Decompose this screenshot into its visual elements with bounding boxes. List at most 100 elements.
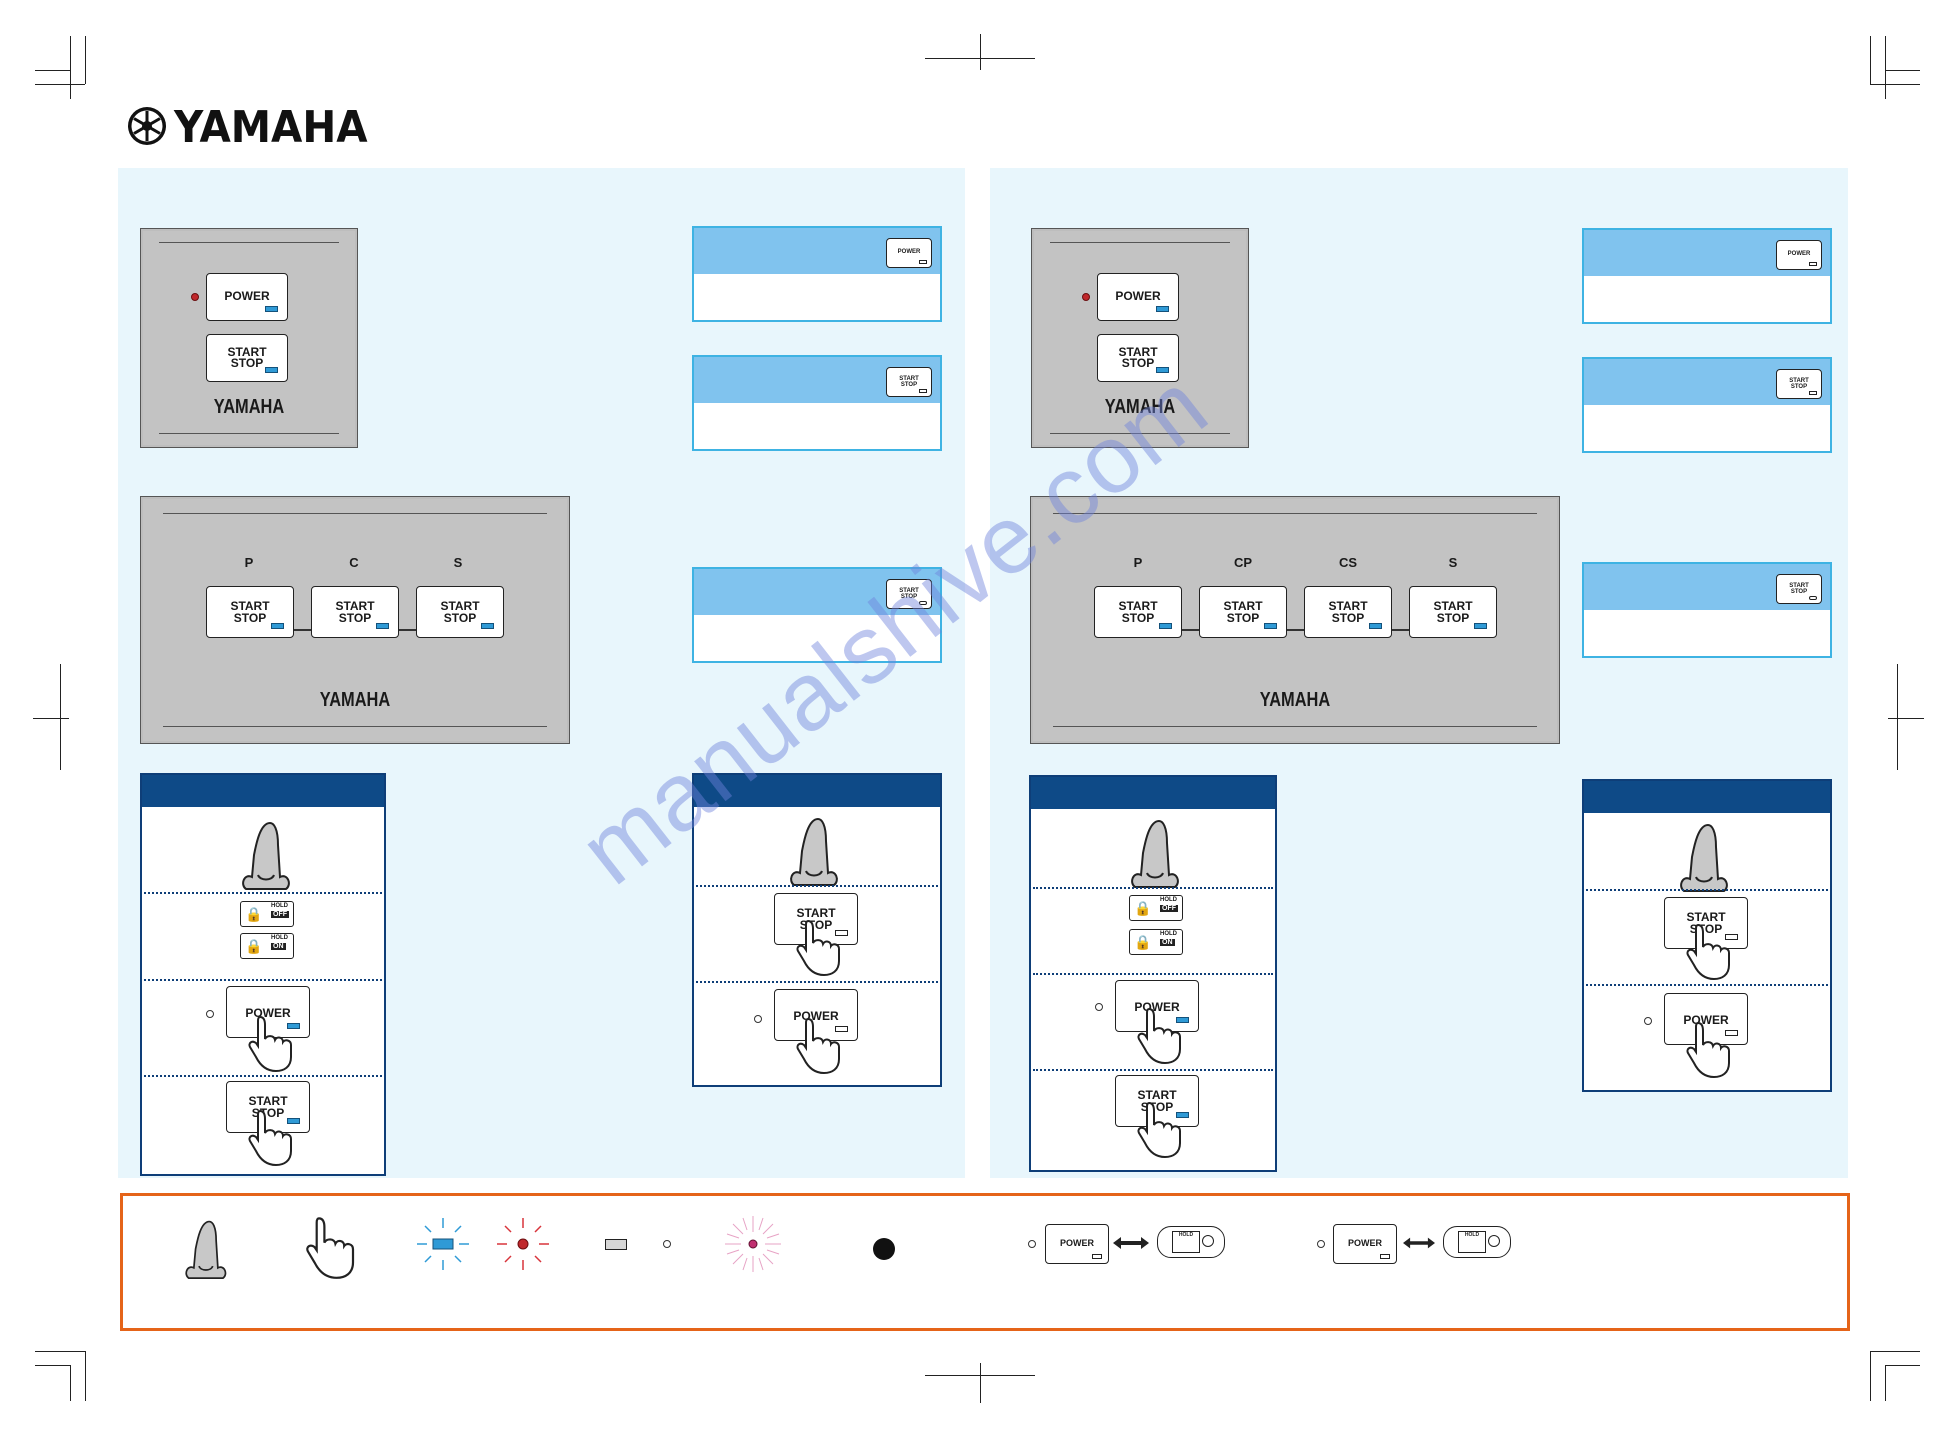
multi-zone-plate: P C S START STOP START STOP START STOP Y…	[140, 496, 570, 744]
hold-label: HOLD	[1160, 931, 1177, 937]
status-card: POWER	[1582, 228, 1832, 324]
start-led	[1156, 367, 1169, 373]
stop-label: STOP	[1121, 611, 1155, 625]
pointing-hand-icon	[796, 1017, 840, 1075]
power-button-press[interactable]: POWER	[226, 986, 310, 1038]
mini-key-label: START	[899, 376, 919, 382]
crop-mark	[85, 36, 86, 84]
zone-led	[1159, 623, 1172, 629]
crop-mark	[980, 34, 981, 70]
led-off	[1725, 1030, 1738, 1036]
zone-start-stop-button[interactable]: START STOP	[1409, 586, 1497, 638]
mini-key-label: POWER	[1787, 251, 1811, 257]
pointing-hand-icon	[1686, 923, 1730, 981]
zone-start-stop-button[interactable]: START STOP	[1199, 586, 1287, 638]
zone-start-stop-button[interactable]: START STOP	[311, 586, 399, 638]
mini-key-label: POWER	[897, 249, 921, 255]
start-stop-key-mini: START STOP	[1776, 574, 1822, 604]
crop-mark	[980, 1363, 981, 1403]
zone-led	[1369, 623, 1382, 629]
led-off-indicator	[754, 1015, 762, 1023]
crop-mark	[33, 718, 69, 719]
stop-label: STOP	[230, 356, 264, 370]
status-card: POWER	[692, 226, 942, 322]
power-key-mini: POWER	[886, 238, 932, 268]
channel-label: S	[1448, 555, 1458, 570]
crop-mark	[35, 84, 85, 85]
mini-key-label: STOP	[1790, 384, 1808, 390]
pointing-hand-icon	[796, 919, 840, 977]
channel-label: P	[1133, 555, 1143, 570]
power-indicator-led	[1082, 293, 1090, 301]
hold-label: HOLD	[271, 903, 288, 909]
power-label: POWER	[1059, 1238, 1094, 1248]
start-stop-button-press[interactable]: START STOP	[1115, 1075, 1199, 1127]
yamaha-logo: YAMAHA	[126, 102, 368, 153]
power-button[interactable]: POWER	[1097, 273, 1179, 321]
power-button-press[interactable]: POWER	[1664, 993, 1748, 1045]
zone-led	[376, 623, 389, 629]
mini-key-label: STOP	[1790, 589, 1808, 595]
remote-transmitter-icon	[790, 817, 838, 886]
remote-transmitter-icon	[185, 1220, 227, 1279]
crop-mark	[60, 664, 61, 770]
start-stop-button-press[interactable]: START STOP	[774, 893, 858, 945]
power-button[interactable]: POWER	[206, 273, 288, 321]
legend-box: POWER HOLD POWER HOLD	[120, 1193, 1850, 1331]
hold-label: HOLD	[1458, 1231, 1486, 1253]
zone-start-stop-button[interactable]: START STOP	[416, 586, 504, 638]
power-button-press[interactable]: POWER	[1115, 980, 1199, 1032]
crop-mark	[1888, 718, 1924, 719]
start-label: START	[248, 1094, 288, 1108]
mini-key-label: START	[1789, 583, 1809, 589]
mini-key-label: START	[899, 588, 919, 594]
power-label: POWER	[793, 1009, 839, 1023]
start-label: START	[1137, 1088, 1177, 1102]
remote-key-fob-icon: HOLD	[1157, 1226, 1225, 1258]
led-off-indicator	[1095, 1003, 1103, 1011]
status-card: START STOP	[692, 567, 942, 663]
led-off	[835, 930, 848, 936]
procedure-box-stop: START STOP POWER	[1582, 779, 1832, 1092]
channel-label: CP	[1233, 555, 1253, 570]
start-stop-button[interactable]: START STOP	[206, 334, 288, 382]
double-arrow-icon	[1403, 1237, 1435, 1249]
hold-state: ON	[1160, 939, 1175, 946]
power-label: POWER	[1347, 1238, 1382, 1248]
black-dot-icon	[873, 1238, 895, 1260]
power-button-label: POWER	[1115, 289, 1161, 303]
crop-mark	[1885, 70, 1920, 71]
power-led	[1156, 306, 1169, 312]
start-led	[265, 367, 278, 373]
mini-key-label: START	[1789, 378, 1809, 384]
power-button-label: POWER	[224, 289, 270, 303]
zone-start-stop-button[interactable]: START STOP	[206, 586, 294, 638]
start-stop-button-press[interactable]: START STOP	[226, 1081, 310, 1133]
led-off	[835, 1026, 848, 1032]
blue-led-blinking-icon	[417, 1218, 469, 1270]
start-label: START	[1328, 599, 1368, 613]
zone-led	[1474, 623, 1487, 629]
crop-mark	[1870, 1351, 1871, 1401]
plate-brand: YAMAHA	[319, 689, 391, 711]
crop-mark	[35, 70, 70, 71]
status-card: START STOP	[1582, 562, 1832, 658]
remote-transmitter-icon	[1680, 823, 1728, 892]
pointing-hand-icon	[248, 1109, 292, 1167]
led-off-icon	[605, 1239, 627, 1250]
crop-mark	[70, 36, 71, 99]
power-button-press[interactable]: POWER	[774, 989, 858, 1041]
zone-start-stop-button[interactable]: START STOP	[1094, 586, 1182, 638]
hold-label: HOLD	[1172, 1231, 1200, 1253]
pointing-hand-icon	[1686, 1021, 1730, 1079]
stop-label: STOP	[338, 611, 372, 625]
blinking-led	[287, 1118, 300, 1124]
double-arrow-icon	[1113, 1237, 1149, 1249]
remote-transmitter-icon	[242, 821, 290, 890]
start-stop-button[interactable]: START STOP	[1097, 334, 1179, 382]
crop-mark	[1885, 36, 1886, 99]
blinking-led	[1176, 1017, 1189, 1023]
pointing-hand-icon	[248, 1015, 292, 1073]
zone-start-stop-button[interactable]: START STOP	[1304, 586, 1392, 638]
hold-on-switch-icon: 🔒 HOLD ON	[240, 933, 294, 959]
